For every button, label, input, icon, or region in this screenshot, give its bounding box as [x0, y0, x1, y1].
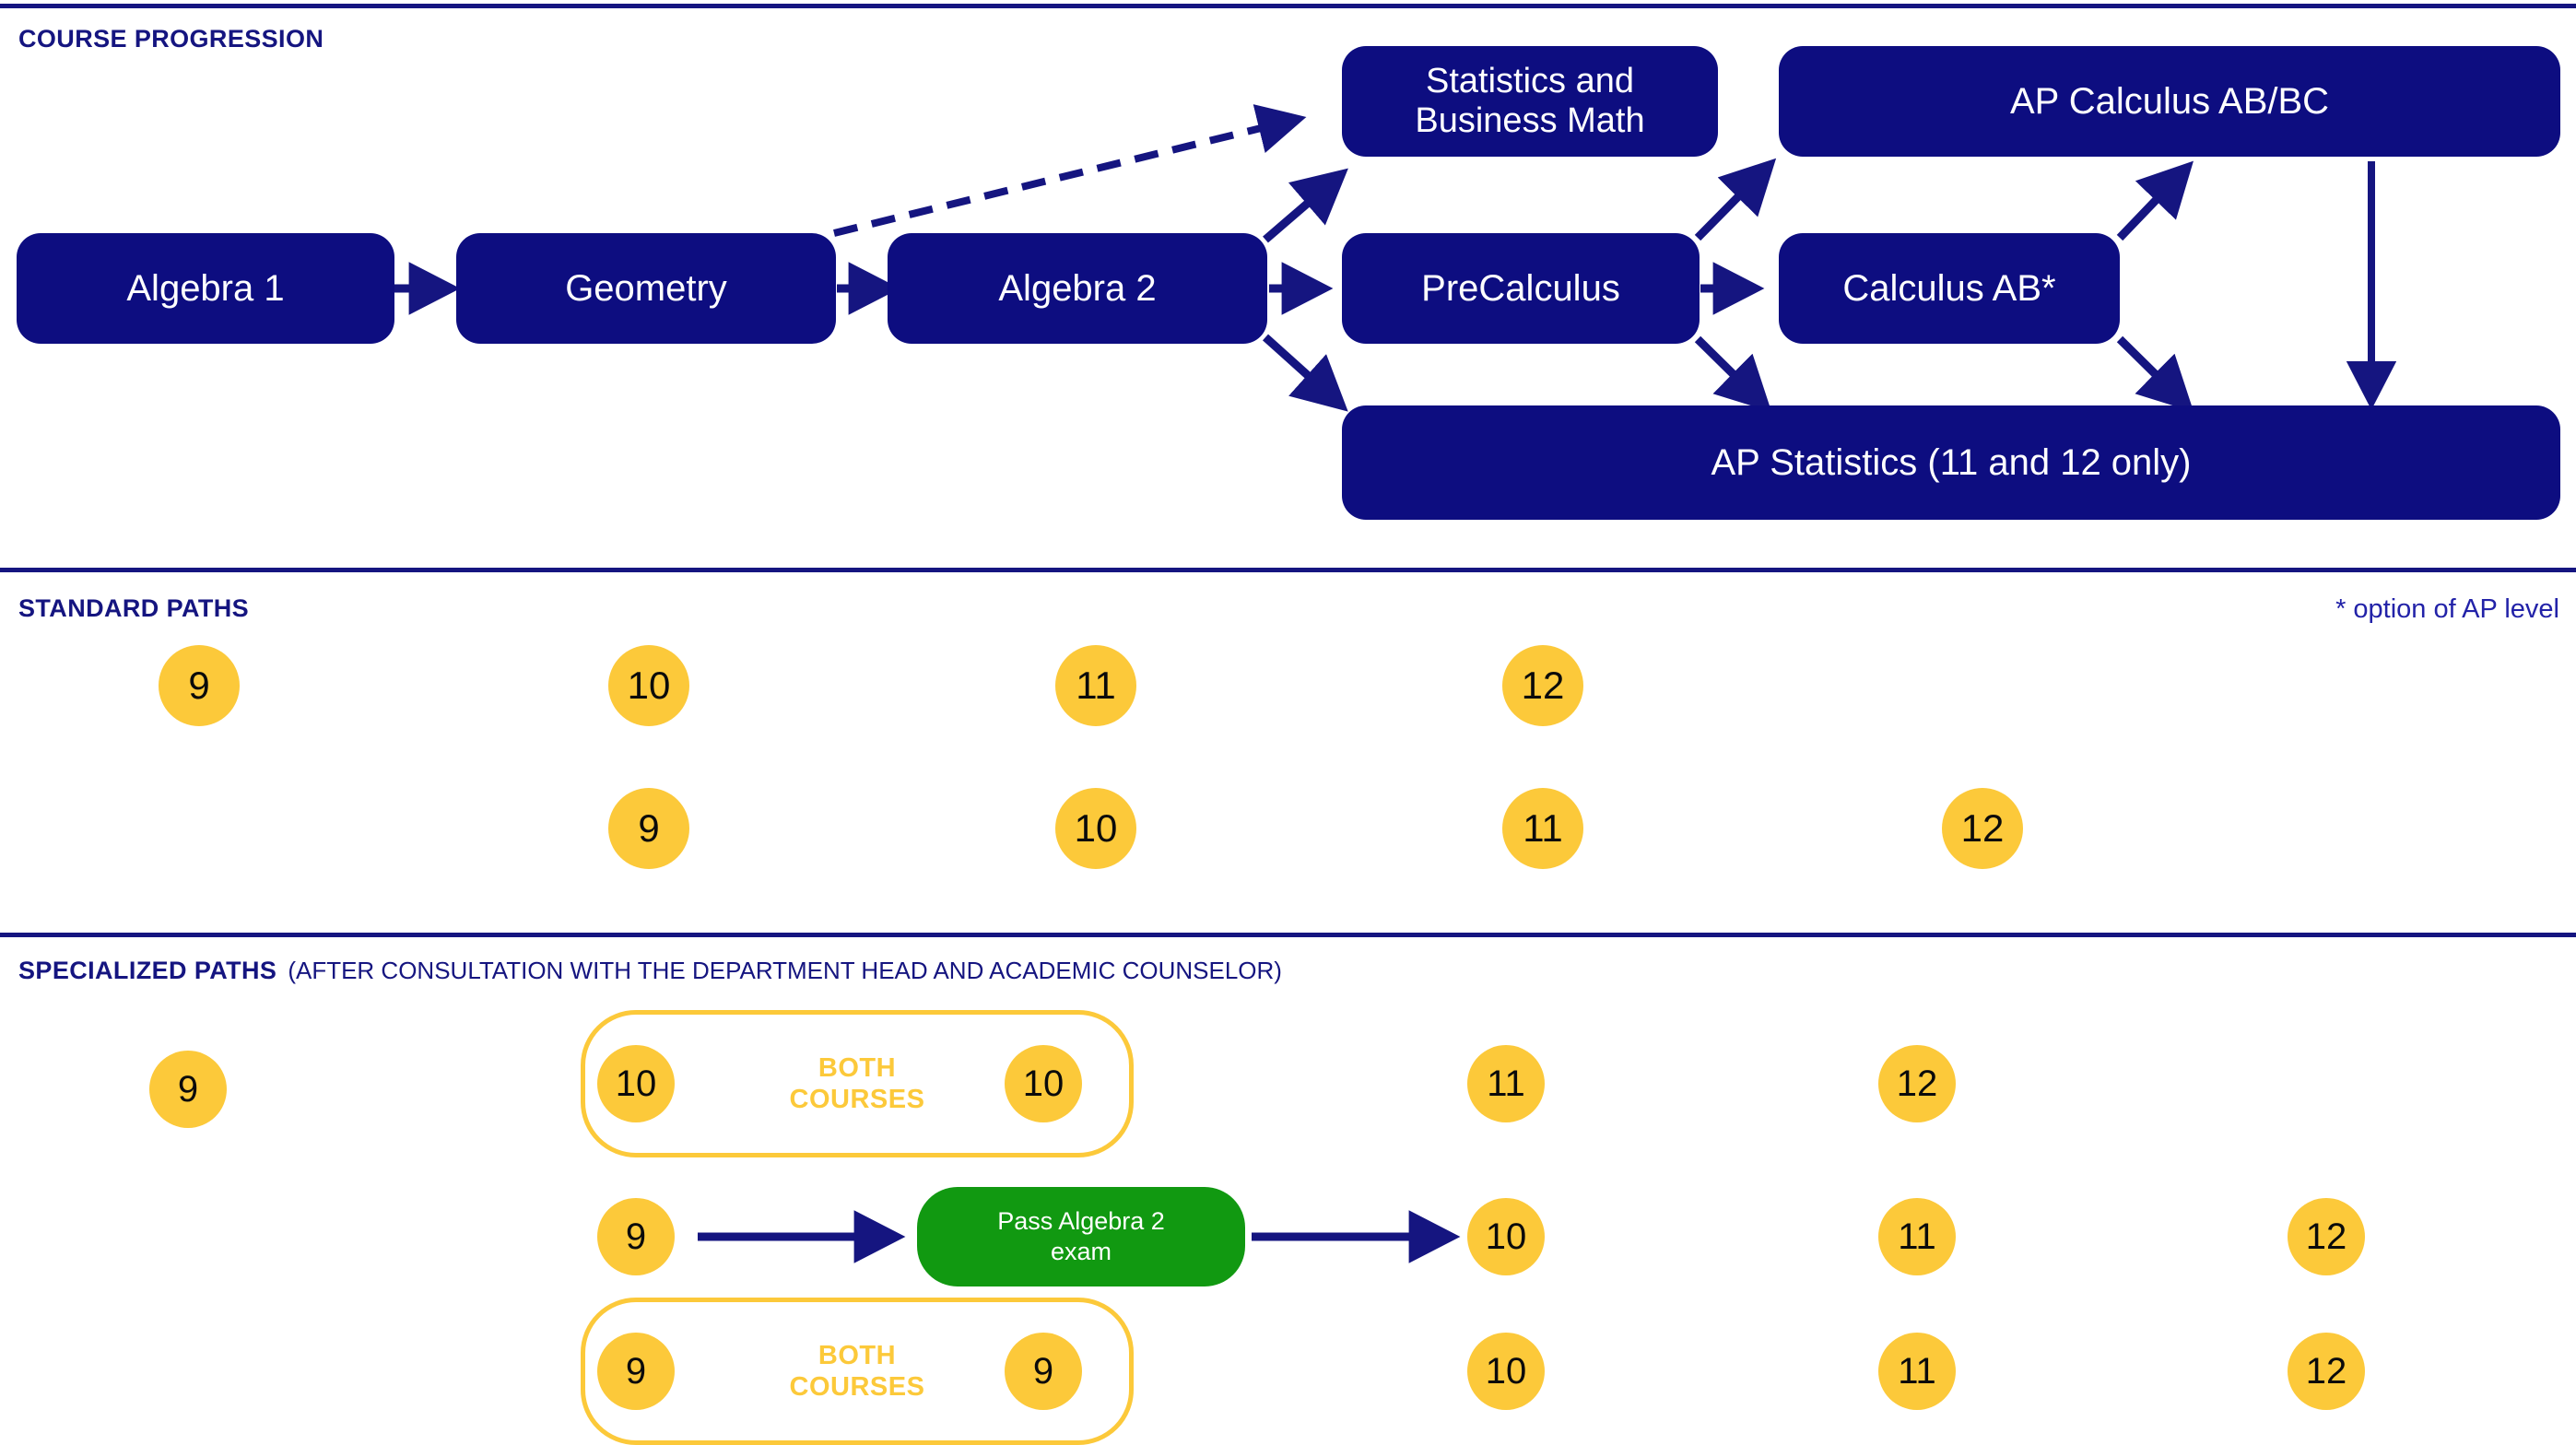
standard-path-2-grade-11[interactable]: 11: [1502, 788, 1583, 869]
node-statistics-and-business-math[interactable]: Statistics and Business Math: [1342, 46, 1718, 157]
specialized-paths-subtitle: (AFTER CONSULTATION WITH THE DEPARTMENT …: [288, 957, 1282, 984]
node-precalculus[interactable]: PreCalculus: [1342, 233, 1700, 344]
specialized-path-2-grade-9[interactable]: 9: [597, 1198, 675, 1275]
section-divider-bottom: [0, 933, 2576, 937]
specialized-path-3-grade-10[interactable]: 10: [1467, 1333, 1545, 1410]
specialized-path-1-grade-11[interactable]: 11: [1467, 1045, 1545, 1122]
standard-path-2-grade-9[interactable]: 9: [608, 788, 689, 869]
node-calculus-ab[interactable]: Calculus AB*: [1779, 233, 2120, 344]
both-courses-label-row-1: BOTH COURSES: [789, 1053, 925, 1115]
node-algebra-1[interactable]: Algebra 1: [17, 233, 394, 344]
standard-path-2-grade-12[interactable]: 12: [1942, 788, 2023, 869]
node-geometry[interactable]: Geometry: [456, 233, 836, 344]
node-algebra-2[interactable]: Algebra 2: [888, 233, 1267, 344]
section-divider-middle: [0, 568, 2576, 572]
pass-algebra-2-exam-pill[interactable]: Pass Algebra 2 exam: [917, 1187, 1245, 1286]
both-courses-label-row-3: BOTH COURSES: [789, 1341, 925, 1403]
specialized-path-1-grade-10-b[interactable]: 10: [1005, 1045, 1082, 1122]
section-title-standard-paths: STANDARD PATHS: [18, 594, 250, 622]
specialized-path-3-grade-9-a[interactable]: 9: [597, 1333, 675, 1410]
specialized-path-1-grade-9[interactable]: 9: [149, 1051, 227, 1128]
specialized-path-2-grade-10[interactable]: 10: [1467, 1198, 1545, 1275]
page-title-course-progression: COURSE PROGRESSION: [18, 25, 324, 53]
specialized-path-1-grade-12[interactable]: 12: [1878, 1045, 1956, 1122]
specialized-path-2-grade-12[interactable]: 12: [2288, 1198, 2365, 1275]
node-ap-calculus-ab-bc[interactable]: AP Calculus AB/BC: [1779, 46, 2560, 157]
specialized-paths-label: SPECIALIZED PATHS: [18, 957, 277, 984]
node-ap-statistics[interactable]: AP Statistics (11 and 12 only): [1342, 405, 2560, 520]
specialized-path-2-grade-11[interactable]: 11: [1878, 1198, 1956, 1275]
specialized-path-1-grade-10-a[interactable]: 10: [597, 1045, 675, 1122]
standard-path-1-grade-12[interactable]: 12: [1502, 645, 1583, 726]
footnote-ap-option: * option of AP level: [2335, 594, 2559, 624]
section-divider-top: [0, 4, 2576, 8]
specialized-path-3-grade-9-b[interactable]: 9: [1005, 1333, 1082, 1410]
standard-path-1-grade-10[interactable]: 10: [608, 645, 689, 726]
standard-path-1-grade-9[interactable]: 9: [159, 645, 240, 726]
standard-path-2-grade-10[interactable]: 10: [1055, 788, 1136, 869]
section-title-specialized-paths: SPECIALIZED PATHS (AFTER CONSULTATION WIT…: [18, 957, 1282, 985]
specialized-path-3-grade-12[interactable]: 12: [2288, 1333, 2365, 1410]
specialized-path-3-grade-11[interactable]: 11: [1878, 1333, 1956, 1410]
standard-path-1-grade-11[interactable]: 11: [1055, 645, 1136, 726]
